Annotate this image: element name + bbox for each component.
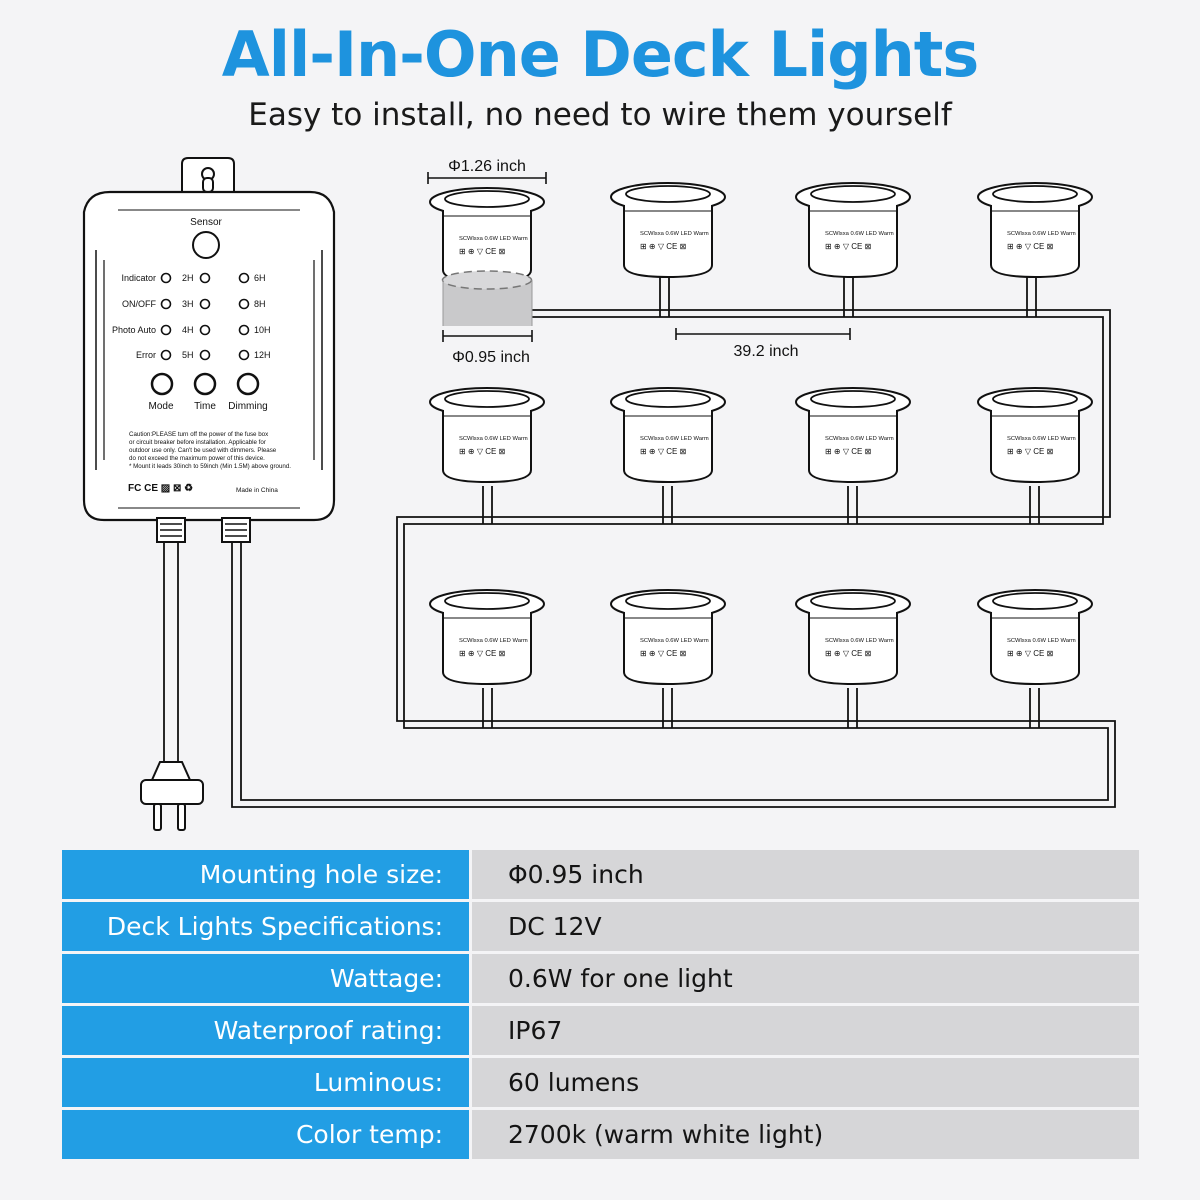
led-icon <box>160 298 172 310</box>
deck-light <box>795 589 911 685</box>
timer-label: 12H <box>254 350 271 360</box>
spec-label: Wattage: <box>62 954 469 1003</box>
spec-row: Wattage: 0.6W for one light <box>62 954 1139 1003</box>
spec-label: Luminous: <box>62 1058 469 1107</box>
made-in-label: Made in China <box>236 487 278 494</box>
top-diameter-label: Φ1.26 inch <box>448 158 526 175</box>
spec-label: Deck Lights Specifications: <box>62 902 469 951</box>
timer-label: 8H <box>254 299 266 309</box>
spec-label: Waterproof rating: <box>62 1006 469 1055</box>
svg-text:or circuit breaker before inst: or circuit breaker before installation. … <box>129 439 266 446</box>
svg-text:Caution:PLEASE turn off the po: Caution:PLEASE turn off the power of the… <box>129 431 269 438</box>
status-label: Error <box>136 350 156 360</box>
led-icon <box>199 349 211 361</box>
timer-label: 10H <box>254 325 271 335</box>
deck-light <box>795 182 911 278</box>
deck-light <box>977 387 1093 483</box>
timer-label: 3H <box>182 299 194 309</box>
dimension-spacing <box>675 328 851 340</box>
deck-light <box>610 182 726 278</box>
led-icon <box>238 349 250 361</box>
mounting-hole-illustration <box>441 270 533 326</box>
timer-label: 5H <box>182 350 194 360</box>
spec-row: Deck Lights Specifications: DC 12V <box>62 902 1139 951</box>
sensor-icon <box>192 231 220 259</box>
led-icon <box>238 272 250 284</box>
led-icon <box>160 349 172 361</box>
mode-label: Mode <box>148 401 173 412</box>
timer-label: 4H <box>182 325 194 335</box>
time-label: Time <box>194 401 216 412</box>
spec-value: DC 12V <box>472 902 1139 951</box>
spec-label: Color temp: <box>62 1110 469 1159</box>
spec-row: Color temp: 2700k (warm white light) <box>62 1110 1139 1159</box>
deck-light <box>429 387 545 483</box>
spec-value: 60 lumens <box>472 1058 1139 1107</box>
status-indicators: Indicator ON/OFF Photo Auto Error 2H 3H … <box>112 272 271 361</box>
dimension-hole-diameter <box>442 330 533 342</box>
page-title: All-In-One Deck Lights <box>221 18 980 91</box>
deck-light <box>795 387 911 483</box>
deck-light <box>610 589 726 685</box>
led-icon <box>160 324 172 336</box>
spec-value: 2700k (warm white light) <box>472 1110 1139 1159</box>
certification-marks: FC CE ▨ ⊠ ♻ <box>128 483 193 494</box>
led-icon <box>160 272 172 284</box>
controller-box: Sensor Indicator ON/OFF Photo Auto Error… <box>82 157 336 543</box>
deck-light <box>610 387 726 483</box>
spec-label: Mounting hole size: <box>62 850 469 899</box>
power-plug-icon <box>140 761 204 831</box>
caution-text: Caution:PLEASE turn off the power of the… <box>129 431 291 470</box>
deck-light <box>977 589 1093 685</box>
deck-lights <box>429 182 1093 685</box>
wiring-diagram: Sensor Indicator ON/OFF Photo Auto Error… <box>82 157 1116 831</box>
page-subtitle: Easy to install, no need to wire them yo… <box>248 97 952 133</box>
deck-light <box>429 187 545 283</box>
spec-value: Φ0.95 inch <box>472 850 1139 899</box>
spec-value: 0.6W for one light <box>472 954 1139 1003</box>
mode-button[interactable] <box>150 372 174 396</box>
spec-row: Luminous: 60 lumens <box>62 1058 1139 1107</box>
svg-text:* Mount it leads 30inch to 59i: * Mount it leads 30inch to 59inch (Min 1… <box>129 463 291 470</box>
status-label: Photo Auto <box>112 325 156 335</box>
sensor-label: Sensor <box>190 217 222 228</box>
led-icon <box>199 298 211 310</box>
status-label: ON/OFF <box>122 299 156 309</box>
svg-text:outdoor use only. Can't be use: outdoor use only. Can't be used with dim… <box>129 447 277 454</box>
dimming-button[interactable] <box>236 372 260 396</box>
dimension-top-diameter <box>427 172 547 184</box>
led-icon <box>238 324 250 336</box>
spacing-label: 39.2 inch <box>734 343 799 360</box>
hole-diameter-label: Φ0.95 inch <box>452 349 530 366</box>
status-label: Indicator <box>121 273 156 283</box>
led-icon <box>199 324 211 336</box>
deck-light <box>977 182 1093 278</box>
spec-value: IP67 <box>472 1006 1139 1055</box>
svg-text:do not exceed the maximum powe: do not exceed the maximum power of this … <box>129 455 265 462</box>
spec-row: Mounting hole size: Φ0.95 inch <box>62 850 1139 899</box>
deck-light <box>429 589 545 685</box>
timer-label: 6H <box>254 273 266 283</box>
spec-row: Waterproof rating: IP67 <box>62 1006 1139 1055</box>
spec-table: Mounting hole size: Φ0.95 inch Deck Ligh… <box>62 850 1139 1162</box>
dimming-label: Dimming <box>228 401 267 412</box>
led-icon <box>238 298 250 310</box>
led-icon <box>199 272 211 284</box>
time-button[interactable] <box>193 372 217 396</box>
timer-label: 2H <box>182 273 194 283</box>
